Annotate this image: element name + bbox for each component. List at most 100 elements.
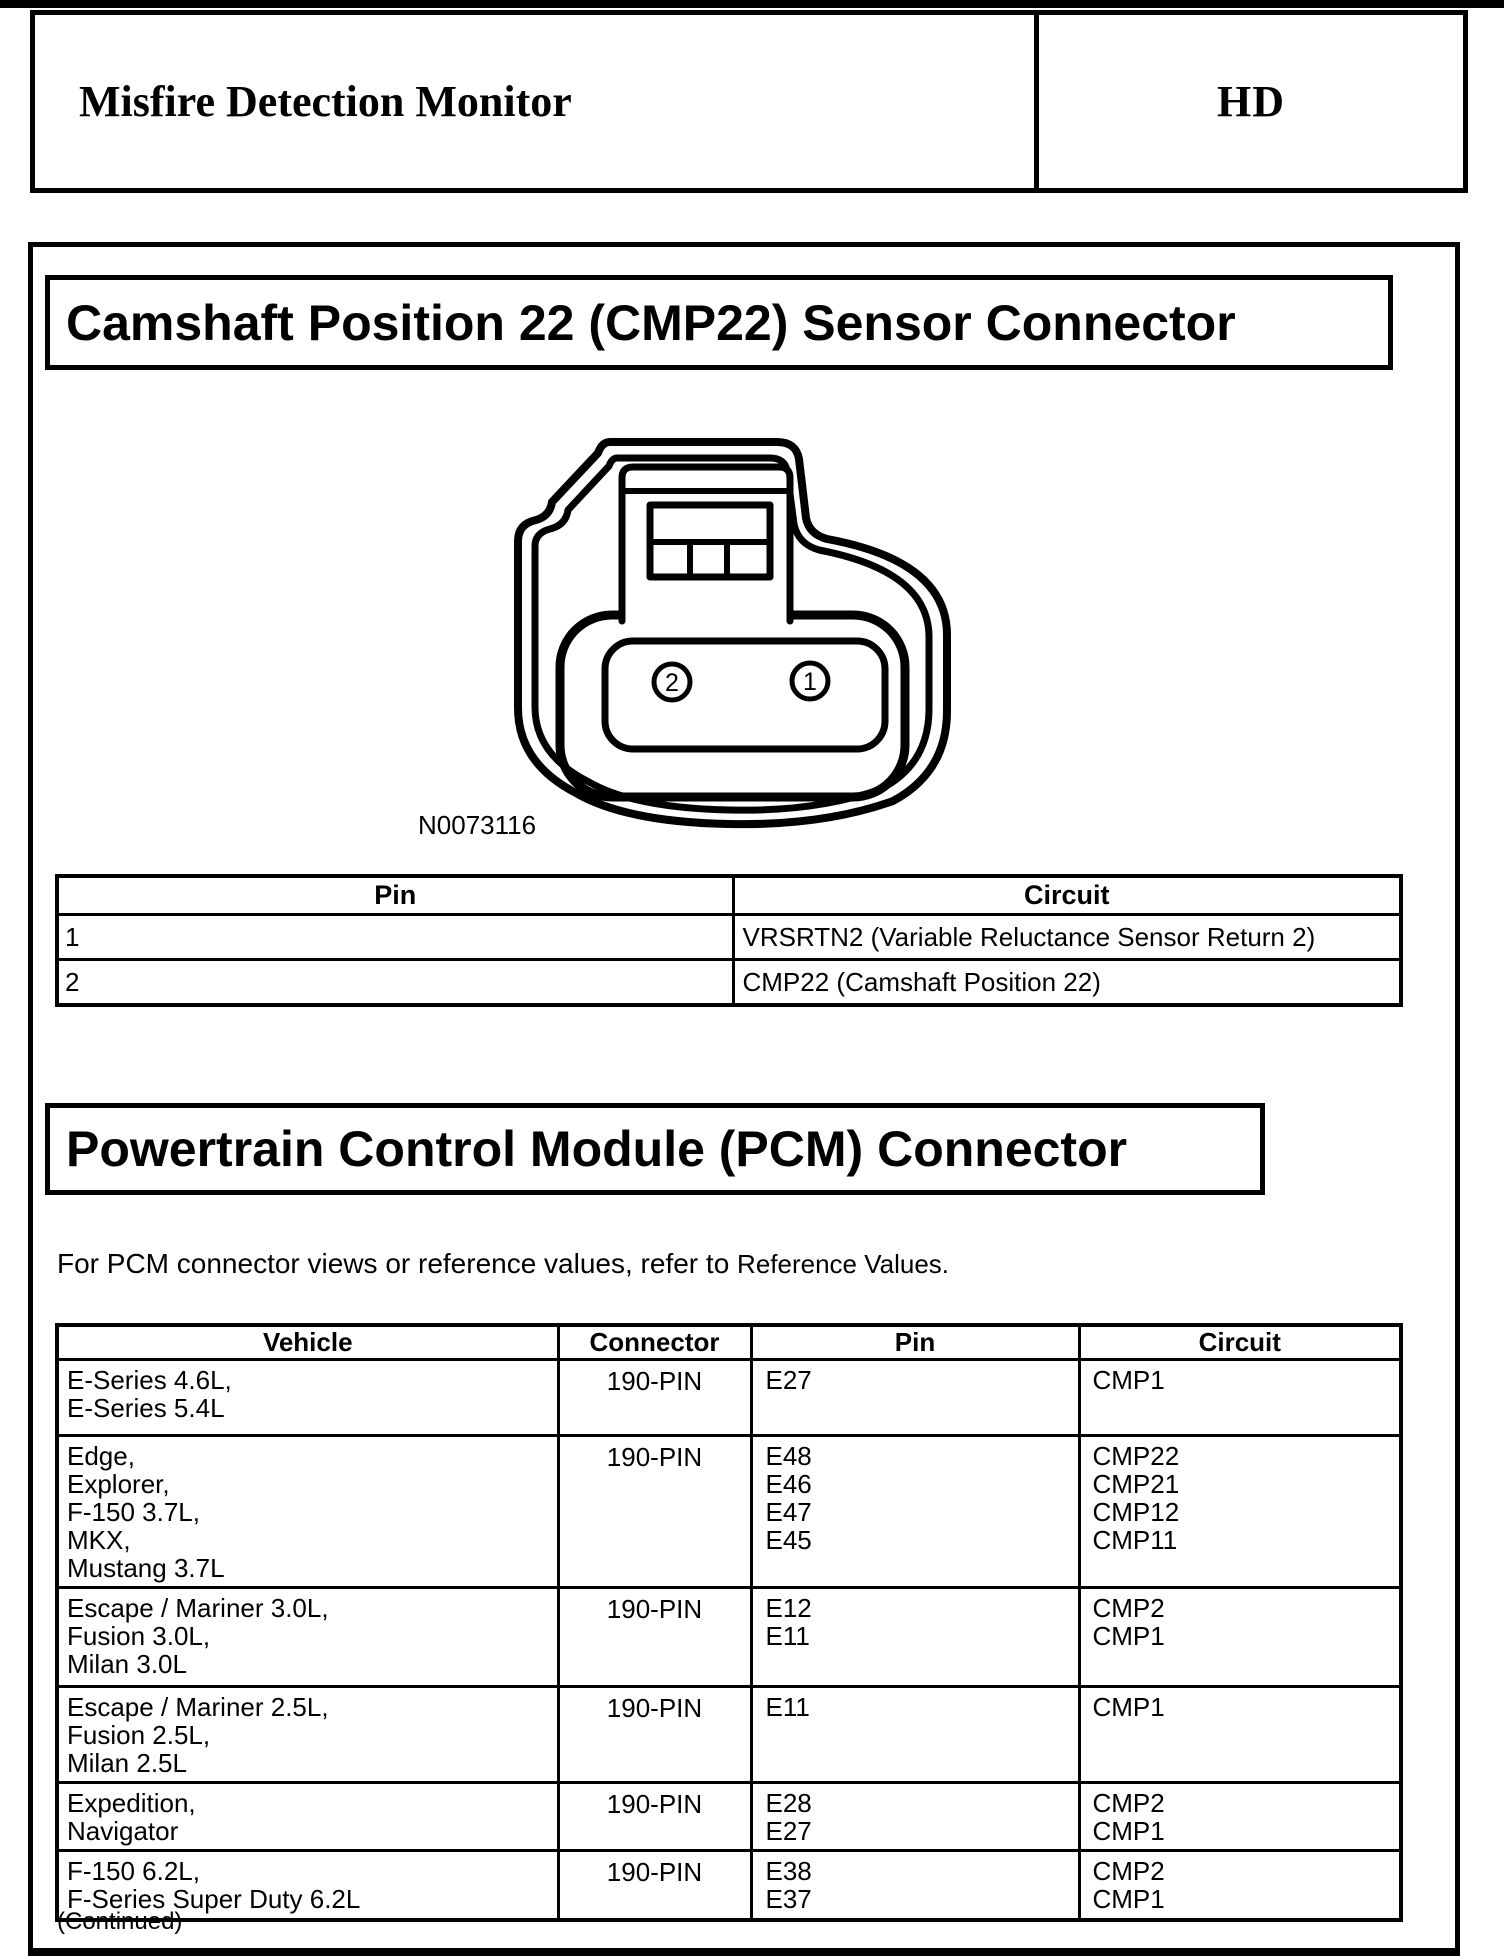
connector-cell: 190-PIN bbox=[556, 1358, 753, 1437]
cell-line: E45 bbox=[765, 1525, 812, 1555]
document-title: Misfire Detection Monitor bbox=[79, 77, 572, 126]
reference-values-link: Reference Values. bbox=[737, 1249, 950, 1279]
cell-line: F-150 6.2L, bbox=[67, 1856, 200, 1886]
pcm-section-title: Powertrain Control Module (PCM) Connecto… bbox=[45, 1103, 1265, 1195]
content-frame bbox=[28, 242, 1460, 1956]
cell-line: CMP22 bbox=[1092, 1441, 1180, 1471]
pin-2-circle bbox=[651, 661, 693, 703]
cell-line: Escape / Mariner 2.5L, bbox=[67, 1692, 329, 1722]
cell-line: E48 bbox=[765, 1441, 812, 1471]
vehicle-cell: E-Series 4.6L,E-Series 5.4L bbox=[55, 1358, 560, 1437]
cell-line: Milan 3.0L bbox=[67, 1649, 187, 1679]
connector-cell: 190-PIN bbox=[556, 1781, 753, 1852]
cell-line: CMP1 bbox=[1092, 1365, 1165, 1395]
cell-line: E11 bbox=[765, 1692, 810, 1722]
cell-line: CMP1 bbox=[1092, 1692, 1165, 1722]
scan-edge-artifact bbox=[0, 0, 1504, 8]
cell-line: CMP2 bbox=[1092, 1856, 1165, 1886]
vehicle-table-row: Escape / Mariner 2.5L,Fusion 2.5L,Milan … bbox=[55, 1685, 1403, 1784]
cell-line: CMP2 bbox=[1092, 1593, 1165, 1623]
connector-inner-outline bbox=[531, 454, 933, 814]
header-code-cell: HD bbox=[1039, 15, 1463, 188]
cell-line: E27 bbox=[765, 1365, 812, 1395]
circuit-cell: CMP1 bbox=[1077, 1685, 1403, 1784]
cell-line: Navigator bbox=[67, 1816, 179, 1846]
cell-line: E46 bbox=[765, 1469, 812, 1499]
circuit-cell: VRSRTN2 (Variable Reluctance Sensor Retu… bbox=[731, 913, 1403, 961]
vehicle-cell: Escape / Mariner 3.0L,Fusion 3.0L,Milan … bbox=[55, 1586, 560, 1688]
cell-line: CMP1 bbox=[1092, 1816, 1165, 1846]
pcm-section-title-text: Powertrain Control Module (PCM) Connecto… bbox=[66, 1121, 1128, 1177]
cell-line: Mustang 3.7L bbox=[67, 1553, 225, 1583]
pin-cell: E11 bbox=[749, 1685, 1081, 1784]
connector-cell: 190-PIN bbox=[556, 1685, 753, 1784]
cell-line: E47 bbox=[765, 1497, 812, 1527]
cell-line: Expedition, bbox=[67, 1788, 196, 1818]
connector-cell: 190-PIN bbox=[556, 1434, 753, 1589]
cmp22-connector-diagram: 2 1 bbox=[514, 438, 951, 829]
pin-table-header-pin: Pin bbox=[55, 874, 735, 916]
cell-line: E-Series 5.4L bbox=[67, 1393, 225, 1423]
cell-line: Explorer, bbox=[67, 1469, 170, 1499]
circuit-cell: CMP22 (Camshaft Position 22) bbox=[731, 958, 1403, 1007]
cell-line: F-Series Super Duty 6.2L bbox=[67, 1884, 361, 1914]
connector-cell: 190-PIN bbox=[556, 1849, 753, 1921]
vehicle-table-header-circuit: Circuit bbox=[1077, 1323, 1403, 1361]
pin-table-header-row: Pin Circuit bbox=[55, 874, 1403, 916]
vehicle-table-header-row: Vehicle Connector Pin Circuit bbox=[55, 1323, 1403, 1361]
vehicle-table-header-vehicle: Vehicle bbox=[55, 1323, 560, 1361]
cell-line: E27 bbox=[765, 1816, 812, 1846]
header-divider bbox=[1034, 15, 1039, 188]
cell-line: Edge, bbox=[67, 1441, 135, 1471]
vehicle-cell: Edge,Explorer,F-150 3.7L,MKX,Mustang 3.7… bbox=[55, 1434, 560, 1589]
pin-number-cell: 1 bbox=[55, 913, 735, 961]
vehicle-table-header-connector: Connector bbox=[556, 1323, 753, 1361]
vehicle-table-row: Edge,Explorer,F-150 3.7L,MKX,Mustang 3.7… bbox=[55, 1434, 1403, 1589]
vehicle-table-header-pin: Pin bbox=[749, 1323, 1081, 1361]
cell-line: CMP1 bbox=[1092, 1621, 1165, 1651]
page-header: Misfire Detection Monitor HD bbox=[30, 10, 1468, 193]
connector-cavity bbox=[601, 637, 889, 753]
pin-1-number: 1 bbox=[803, 668, 817, 696]
cell-line: CMP11 bbox=[1092, 1525, 1178, 1555]
cell-line: Milan 2.5L bbox=[67, 1748, 187, 1778]
pin-2-number: 2 bbox=[665, 669, 679, 697]
cell-line: CMP2 bbox=[1092, 1788, 1165, 1818]
pcm-intro-text: For PCM connector views or reference val… bbox=[57, 1248, 730, 1279]
cell-line: Fusion 3.0L, bbox=[67, 1621, 211, 1651]
continued-note: (Continued) bbox=[57, 1908, 183, 1935]
cell-line: Fusion 2.5L, bbox=[67, 1720, 211, 1750]
vehicle-table-row: Escape / Mariner 3.0L,Fusion 3.0L,Milan … bbox=[55, 1586, 1403, 1688]
cell-line: E-Series 4.6L, bbox=[67, 1365, 232, 1395]
connector-cell: 190-PIN bbox=[556, 1586, 753, 1688]
document-code: HD bbox=[1217, 77, 1285, 126]
vehicle-cell: F-150 6.2L,F-Series Super Duty 6.2L bbox=[55, 1849, 560, 1921]
pin-table-header-circuit: Circuit bbox=[731, 874, 1403, 916]
cell-line: CMP1 bbox=[1092, 1884, 1165, 1914]
cell-line: MKX, bbox=[67, 1525, 131, 1555]
pcm-intro-paragraph: For PCM connector views or reference val… bbox=[57, 1248, 949, 1280]
camshaft-section-title-text: Camshaft Position 22 (CMP22) Sensor Conn… bbox=[66, 294, 1236, 351]
cell-line: E11 bbox=[765, 1621, 810, 1651]
vehicle-cell: Expedition,Navigator bbox=[55, 1781, 560, 1852]
pin-1-circle bbox=[789, 660, 831, 702]
cell-line: CMP12 bbox=[1092, 1497, 1180, 1527]
circuit-cell: CMP1 bbox=[1077, 1358, 1403, 1437]
vehicle-cell: Escape / Mariner 2.5L,Fusion 2.5L,Milan … bbox=[55, 1685, 560, 1784]
